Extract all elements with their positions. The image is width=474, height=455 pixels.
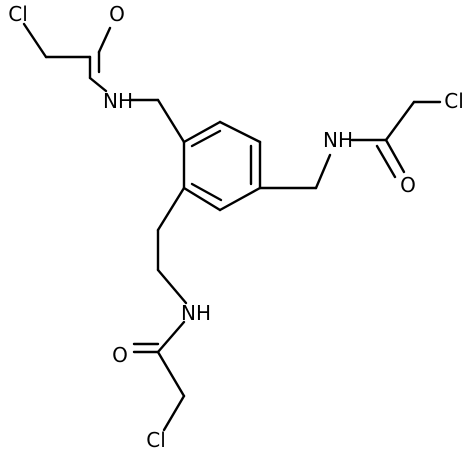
ring-double-bond (190, 182, 223, 202)
ring-bond (182, 120, 222, 144)
chlorine-atom-top-left: Cl (8, 2, 28, 26)
chlorine-atom-top-right: Cl (444, 89, 464, 113)
chlorine-atom-bottom: Cl (146, 428, 166, 452)
ring-double-bond (190, 129, 222, 148)
oxygen-atom-top-left: O (109, 2, 125, 26)
nh-atom-right: NH (323, 128, 353, 152)
ch2-nh-bond (314, 153, 332, 190)
ch2-bond (156, 186, 186, 232)
ch2-cl-bond (162, 394, 186, 432)
oxygen-atom-right: O (400, 173, 416, 197)
atom-labels: Cl O NH Cl NH O NH O Cl (8, 2, 464, 452)
ring-bond (218, 186, 262, 212)
carbonyl-ch2-bond (384, 100, 416, 142)
bonds (22, 22, 442, 432)
oxygen-atom-bottom: O (112, 343, 128, 367)
carbonyl-double-bond (375, 144, 397, 179)
ring-bond (182, 186, 222, 212)
nh-carbonyl-bond (88, 76, 108, 93)
carbonyl-double-bond (384, 138, 406, 174)
ch2-nh-bond (156, 268, 188, 305)
carbonyl-o-bond (97, 26, 112, 54)
ch2-bond (156, 98, 186, 144)
nh-atom-top-left: NH (103, 89, 133, 113)
carbonyl-ch2-bond (156, 350, 186, 398)
ring-bond (218, 120, 262, 144)
nh-atom-bottom: NH (181, 301, 211, 325)
ch2-cl-bond (22, 22, 48, 59)
nh-carbonyl-bond (156, 320, 186, 354)
